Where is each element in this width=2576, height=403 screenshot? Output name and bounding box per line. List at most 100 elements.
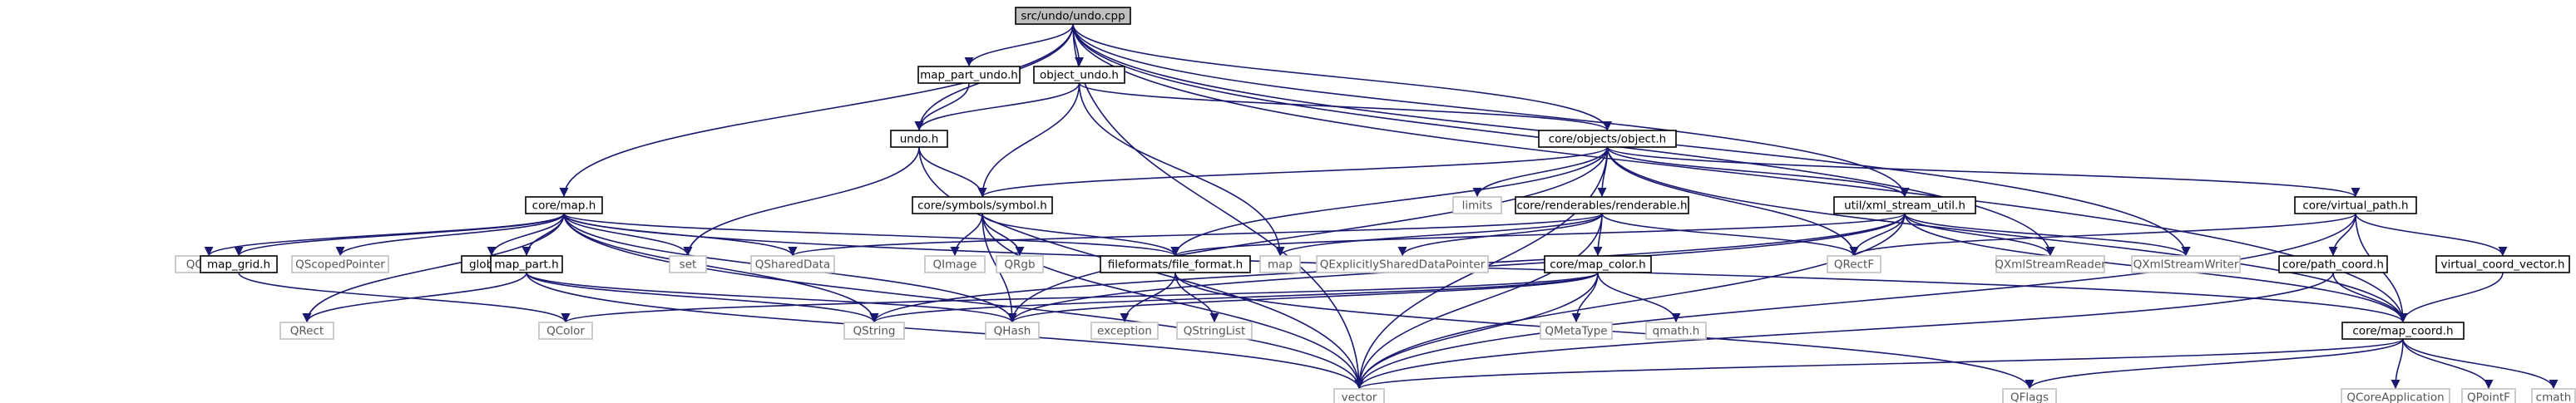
dependency-edge — [1606, 146, 1910, 198]
dependency-edge — [559, 23, 1074, 198]
dependency-edge — [1601, 213, 1859, 257]
node-object-undo-h[interactable]: object_undo.h — [1033, 66, 1125, 84]
node-exception: exception — [1090, 322, 1159, 340]
dependency-edge — [981, 213, 1180, 257]
node-map-part-undo-h[interactable]: map_part_undo.h — [917, 66, 1021, 84]
node-core-map-coord-h[interactable]: core/map_coord.h — [2341, 322, 2465, 340]
edge-core_symbols_symbol_h-to-vector — [981, 213, 1364, 390]
dependency-edge — [1606, 146, 2408, 323]
dependency-edge — [1904, 213, 2055, 257]
node-core-path-coord-h[interactable]: core/path_coord.h — [2278, 255, 2388, 273]
node-box — [1544, 255, 1652, 273]
node-box — [1090, 322, 1159, 340]
node-box — [1538, 130, 1677, 148]
dependency-edge — [1849, 213, 2356, 257]
node-label: QXmlStreamReader — [1995, 258, 2106, 272]
edge-util_xml_stream_util_h-to-vector — [1354, 213, 1906, 390]
edge-virtual_coord_vector_h-to-core_map_coord_h — [2398, 272, 2504, 323]
node-box — [2002, 388, 2057, 403]
node-box — [2294, 196, 2417, 214]
node-core-map-h[interactable]: core/map.h — [525, 196, 603, 214]
edge-core_map_coord_h-to-cmath — [2402, 338, 2559, 390]
edge-map_grid_h-to-QColor — [238, 272, 571, 323]
dependency-edge — [1072, 23, 1612, 131]
node-core-renderables-renderable-h[interactable]: core/renderables/renderable.h — [1515, 196, 1689, 214]
node-limits: limits — [1452, 196, 1502, 214]
edge-core_map_coord_h-to-QCoreApplication — [2391, 338, 2404, 390]
dependency-edge — [2402, 338, 2559, 390]
edge-core_virtual_path_h-to-virtual_coord_vector_h — [2355, 213, 2508, 257]
node-qcoreapplication: QCoreApplication — [2341, 388, 2450, 403]
dependency-edge — [563, 213, 693, 257]
edge-core_renderables_renderable_h-to-map — [1275, 213, 1603, 257]
edge-layer — [204, 23, 2559, 390]
dependency-edge — [1904, 213, 2191, 257]
edge-core_renderables_renderable_h-to-QRectF — [1601, 213, 1859, 257]
node-qrgb: QRgb — [996, 255, 1044, 273]
edge-map_part_h-to-QString — [526, 272, 879, 323]
node-label: core/virtual_path.h — [2302, 199, 2408, 213]
node-label: QHash — [994, 325, 1031, 338]
edge-core_map_h-to-QRect — [302, 213, 565, 323]
edge-core_map_h-to-fileformats_file_format_h — [563, 213, 1180, 257]
node-core-map-color-h[interactable]: core/map_color.h — [1544, 255, 1652, 273]
node-label: core/map_color.h — [1550, 258, 1645, 272]
node-map-grid-h[interactable]: map_grid.h — [200, 255, 278, 273]
dependency-edge — [335, 213, 565, 257]
node-qrectf: QRectF — [1827, 255, 1881, 273]
dependency-edge — [2402, 338, 2494, 390]
edge-core_objects_object_h-to-core_map_coord_h — [1606, 146, 2408, 323]
node-qexplicitlyshareddatapointer: QExplicitlySharedDataPointer — [1316, 255, 1489, 273]
node-layer: src/undo/undo.cpp map_part_undo.h object_u… — [175, 7, 2576, 403]
node-core-objects-object-h[interactable]: core/objects/object.h — [1538, 130, 1677, 148]
dependency-edge — [977, 146, 1609, 198]
node-set: set — [669, 255, 707, 273]
edge-undo_cpp-to-vector — [1072, 23, 1364, 390]
node-box — [538, 322, 593, 340]
node-label: QXmlStreamWriter — [2133, 258, 2239, 272]
edge-core_map_color_h-to-QColor — [561, 272, 1599, 323]
edge-undo_cpp-to-map_part_undo_h — [964, 23, 1074, 67]
dependency-edge — [1597, 272, 1681, 323]
edge-core_map_color_h-to-QHash — [1007, 272, 1599, 323]
node-label: map_part.h — [494, 258, 558, 272]
edge-core_map_coord_h-to-vector — [1354, 338, 2404, 390]
node-util-xml-stream-util-h[interactable]: util/xml_stream_util.h — [1833, 196, 1976, 214]
edge-core_map_coord_h-to-QFlags — [2025, 338, 2404, 390]
edge-map_part_h-to-QRect — [302, 272, 527, 323]
dependency-edge — [1354, 213, 1906, 390]
node-label: QCoreApplication — [2346, 391, 2444, 403]
node-qflags: QFlags — [2002, 388, 2057, 403]
dependency-edge — [1007, 272, 1599, 323]
node-box — [912, 196, 1053, 214]
dependency-edge — [563, 213, 1180, 257]
node-virtual-coord-vector-h[interactable]: virtual_coord_vector.h — [2435, 255, 2570, 273]
node-core-symbols-symbol-h[interactable]: core/symbols/symbol.h — [912, 196, 1053, 214]
node-label: QFlags — [2010, 391, 2049, 403]
edge-util_xml_stream_util_h-to-QXmlStreamReader — [1904, 213, 2055, 257]
node-box — [1100, 255, 1251, 273]
node-undo-h[interactable]: undo.h — [890, 130, 948, 148]
node-map-part-h[interactable]: map_part.h — [490, 255, 563, 273]
node-label: map — [1268, 258, 1293, 272]
edge-core_map_h-to-map_part_h — [522, 213, 565, 257]
dependency-edge — [1354, 272, 1599, 390]
edge-core_path_coord_h-to-vector — [1354, 272, 2334, 390]
dependency-edge — [788, 213, 1603, 257]
node-label: virtual_coord_vector.h — [2441, 258, 2565, 272]
node-qmath-h: qmath.h — [1645, 322, 1707, 340]
node-qmetatype: QMetaType — [1540, 322, 1613, 340]
node-label: core/objects/object.h — [1549, 133, 1666, 146]
node-box — [1515, 196, 1689, 214]
node-label: object_undo.h — [1040, 69, 1119, 82]
node-box — [1833, 196, 1976, 214]
node-box — [1645, 322, 1707, 340]
node-undo-cpp[interactable]: src/undo/undo.cpp — [1015, 7, 1131, 25]
node-fileformats-file-format-h[interactable]: fileformats/file_format.h — [1100, 255, 1251, 273]
edge-core_map_h-to-set — [563, 213, 693, 257]
node-core-virtual-path-h[interactable]: core/virtual_path.h — [2294, 196, 2417, 214]
node-box — [200, 255, 278, 273]
node-vector: vector — [1333, 388, 1385, 403]
edge-core_objects_object_h-to-util_xml_stream_util_h — [1606, 146, 1910, 198]
node-label: QExplicitlySharedDataPointer — [1320, 258, 1486, 272]
